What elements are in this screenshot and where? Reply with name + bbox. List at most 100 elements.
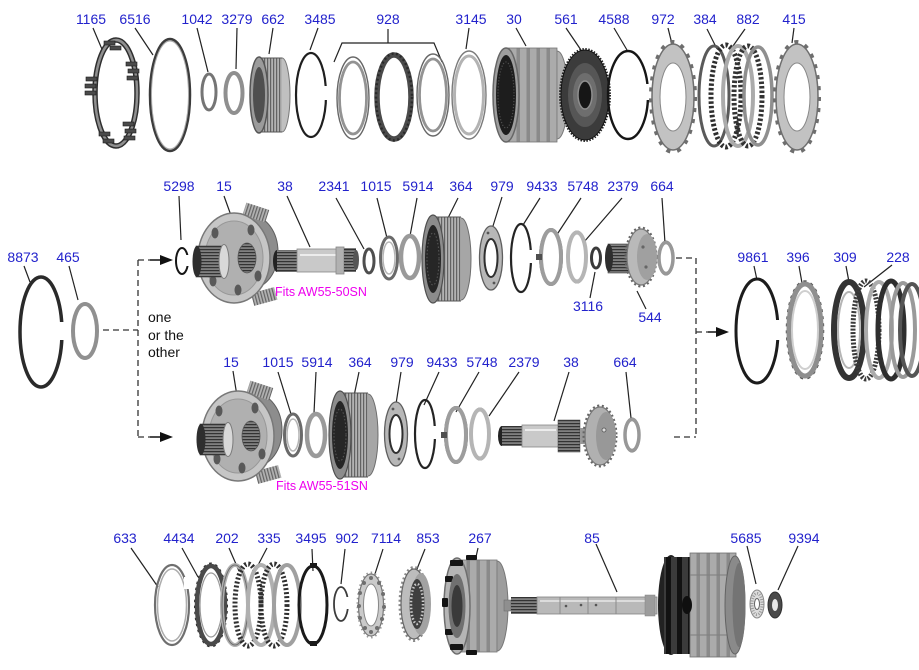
label-38-top: 38 bbox=[277, 178, 293, 194]
part-972-pressure-plate bbox=[649, 40, 697, 154]
leader-1015a bbox=[376, 197, 388, 239]
part-2379-ring-top bbox=[565, 229, 589, 285]
part-3116-bearing bbox=[590, 246, 602, 270]
label-3145: 3145 bbox=[455, 11, 486, 27]
leader-3485 bbox=[309, 27, 319, 51]
label-544: 544 bbox=[638, 309, 662, 325]
leader-4434 bbox=[181, 547, 199, 578]
leader-4588 bbox=[613, 27, 628, 51]
label-979-bottom: 979 bbox=[390, 354, 414, 370]
leader-1015b bbox=[277, 371, 292, 415]
label-4588: 4588 bbox=[598, 11, 629, 27]
label-664-top: 664 bbox=[650, 178, 674, 194]
label-396: 396 bbox=[786, 249, 810, 265]
label-38-bottom: 38 bbox=[563, 354, 579, 370]
label-9394: 9394 bbox=[788, 530, 819, 546]
part-30-drum bbox=[492, 47, 569, 143]
label-5748-bottom: 5748 bbox=[466, 354, 497, 370]
leader-979a bbox=[492, 196, 503, 227]
part-384-882-clutch-pack bbox=[697, 42, 774, 150]
note-one: one bbox=[148, 309, 172, 325]
part-979-ring-bottom bbox=[383, 401, 409, 467]
leader-415 bbox=[791, 27, 795, 44]
arrow-head-right-icon bbox=[716, 327, 729, 337]
part-85-output-shaft bbox=[503, 552, 746, 658]
part-5914-ring-top bbox=[400, 235, 420, 279]
part-979-ring-top bbox=[478, 225, 504, 291]
label-9861: 9861 bbox=[737, 249, 768, 265]
leader-662 bbox=[268, 27, 274, 55]
part-labels: 1165 6516 1042 3279 662 3485 928 3145 30… bbox=[7, 11, 909, 546]
part-364-gear-drum-top bbox=[421, 214, 472, 304]
part-202-335-clutch-pack bbox=[220, 561, 302, 649]
leader-38b bbox=[553, 371, 570, 422]
label-979-top: 979 bbox=[490, 178, 514, 194]
leader-8873 bbox=[23, 265, 31, 283]
part-3279-ring bbox=[223, 71, 245, 115]
part-2379-ring-bottom bbox=[468, 406, 492, 462]
part-9394-washer bbox=[767, 591, 783, 619]
part-9861-snap-ring bbox=[734, 277, 784, 385]
label-561: 561 bbox=[554, 11, 578, 27]
branch-connectors bbox=[103, 255, 729, 442]
label-228: 228 bbox=[886, 249, 910, 265]
label-2341: 2341 bbox=[318, 178, 349, 194]
leader-882 bbox=[732, 28, 746, 47]
part-3145-ring bbox=[451, 50, 487, 140]
label-1015-bottom: 1015 bbox=[262, 354, 293, 370]
label-465: 465 bbox=[56, 249, 80, 265]
leader-1042 bbox=[196, 27, 209, 73]
leader-9394 bbox=[777, 545, 799, 591]
label-4434: 4434 bbox=[163, 530, 194, 546]
leader-664b bbox=[625, 371, 632, 419]
leader-2341 bbox=[335, 197, 365, 250]
part-465-ring bbox=[71, 302, 99, 360]
part-15-planetary-top bbox=[191, 201, 279, 307]
note-or-the: or the bbox=[148, 327, 184, 343]
label-3116: 3116 bbox=[573, 298, 603, 314]
part-396-toothed-ring bbox=[785, 280, 825, 380]
leader-7114 bbox=[373, 548, 384, 578]
label-9433-top: 9433 bbox=[526, 178, 557, 194]
part-1015-ring-top bbox=[379, 235, 399, 281]
leader-85 bbox=[595, 543, 618, 593]
part-415-pressure-plate bbox=[773, 40, 821, 154]
part-9433-snap-ring-top bbox=[509, 222, 538, 294]
part-3485-snap-ring bbox=[294, 51, 331, 139]
note-fits-aw55-51sn: Fits AW55-51SN bbox=[276, 479, 368, 493]
label-5298: 5298 bbox=[163, 178, 194, 194]
label-1015-top: 1015 bbox=[360, 178, 391, 194]
part-4588-snap-ring bbox=[606, 49, 652, 141]
leader-2379a bbox=[583, 197, 623, 243]
label-3495: 3495 bbox=[295, 530, 326, 546]
arrow-head-top-icon bbox=[160, 255, 173, 265]
part-228-clutch-pack bbox=[850, 278, 919, 382]
label-30: 30 bbox=[506, 11, 522, 27]
label-384: 384 bbox=[693, 11, 717, 27]
leader-902 bbox=[340, 548, 346, 585]
arrow-head-bottom-icon bbox=[160, 432, 173, 442]
label-633: 633 bbox=[113, 530, 137, 546]
label-364-bottom: 364 bbox=[348, 354, 372, 370]
part-7114-roller-cage bbox=[356, 571, 386, 639]
label-2379-bottom: 2379 bbox=[508, 354, 539, 370]
leader-5914a bbox=[409, 197, 418, 237]
part-633-snap-ring bbox=[153, 563, 192, 647]
label-5748-top: 5748 bbox=[567, 178, 598, 194]
part-364-gear-drum-bottom bbox=[328, 390, 379, 480]
label-3485: 3485 bbox=[304, 11, 335, 27]
label-928: 928 bbox=[376, 11, 400, 27]
part-5685-thrust-washer bbox=[749, 589, 765, 619]
label-85: 85 bbox=[584, 530, 600, 546]
part-3495-snap-ring bbox=[297, 563, 329, 646]
label-853: 853 bbox=[416, 530, 440, 546]
label-1042: 1042 bbox=[181, 11, 212, 27]
leader-364b bbox=[353, 371, 360, 397]
leader-465 bbox=[68, 265, 79, 301]
part-5748-ring-bottom bbox=[439, 404, 470, 466]
label-6516: 6516 bbox=[119, 11, 150, 27]
label-267: 267 bbox=[468, 530, 492, 546]
leader-3116 bbox=[589, 271, 596, 299]
leader-664a bbox=[661, 197, 666, 244]
